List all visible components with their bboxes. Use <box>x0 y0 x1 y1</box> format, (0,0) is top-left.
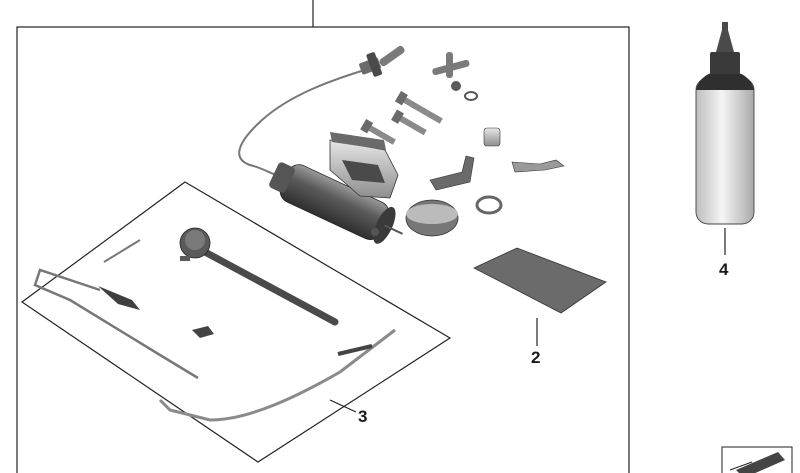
main-kit-frame <box>16 0 630 473</box>
callout-label-3: 3 <box>358 407 368 426</box>
fluid-bottle-part <box>695 22 755 225</box>
connector-fittings-part <box>379 45 478 101</box>
callout-leader-3 <box>329 399 357 413</box>
small-hardware-part <box>405 127 565 237</box>
bracket-part <box>329 132 399 199</box>
insulation-mat-part <box>473 247 607 314</box>
bolts-part <box>360 90 443 145</box>
callout-label-2: 2 <box>531 348 541 367</box>
reference-symbol-icon <box>721 446 793 473</box>
cable-wire-part <box>33 239 396 422</box>
heating-rod-part <box>179 227 339 326</box>
pump-unit-part <box>238 52 403 244</box>
cable-subkit-frame <box>20 181 452 463</box>
callout-label-4: 4 <box>719 260 729 279</box>
